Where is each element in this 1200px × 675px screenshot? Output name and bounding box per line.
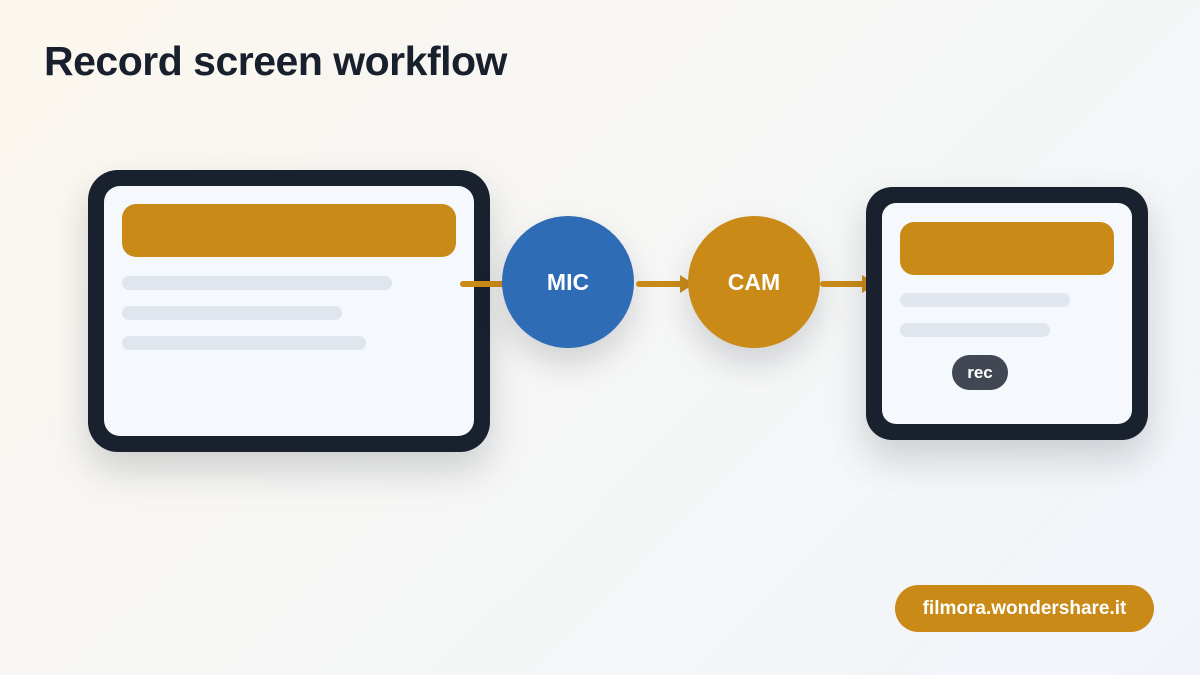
- page-title: Record screen workflow: [44, 38, 507, 84]
- output-device: rec: [866, 187, 1148, 440]
- source-tag: filmora.wondershare.it: [895, 585, 1154, 632]
- source-screen: [104, 186, 474, 436]
- screen-header-bar: [122, 204, 456, 257]
- output-screen: rec: [882, 203, 1132, 424]
- screen-header-bar: [900, 222, 1114, 275]
- cam-node: CAM: [688, 216, 820, 348]
- content-line: [122, 306, 342, 320]
- source-screen-device: [88, 170, 490, 452]
- content-line: [900, 323, 1050, 337]
- arrow-cam-to-output: [820, 275, 876, 293]
- mic-node: MIC: [502, 216, 634, 348]
- rec-badge: rec: [952, 355, 1008, 390]
- content-line: [900, 293, 1070, 307]
- arrow-mic-to-cam: [636, 275, 694, 293]
- content-line: [122, 336, 366, 350]
- content-line: [122, 276, 392, 290]
